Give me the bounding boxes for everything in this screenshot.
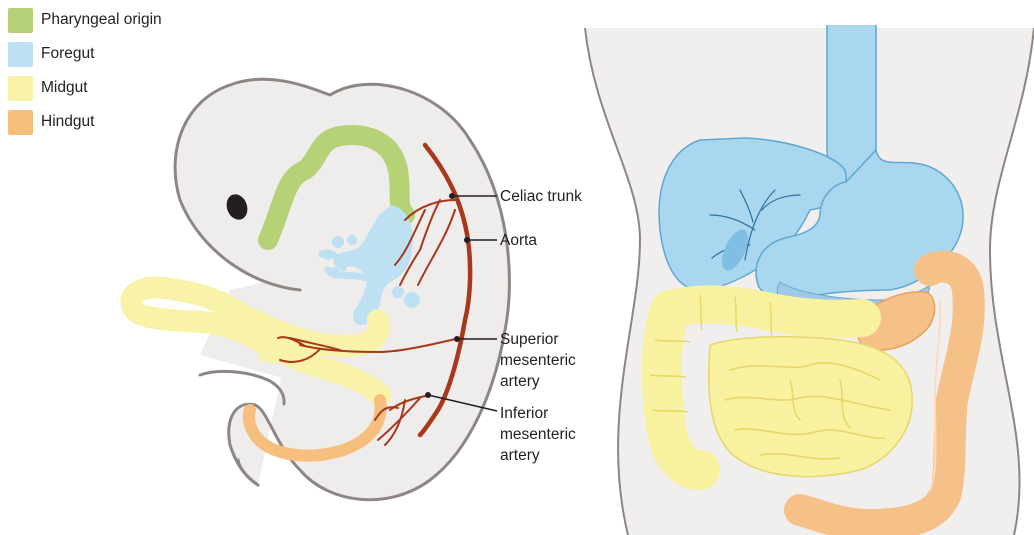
foregut-bud-c — [323, 250, 333, 260]
foregut-bud-e — [404, 292, 420, 308]
celiac-trunk-label: Celiac trunk — [500, 186, 582, 207]
embryo-panel — [131, 79, 509, 500]
inferior-mesenteric-label: Inferior mesenteric artery — [500, 403, 576, 466]
foregut-bud-f — [392, 286, 404, 298]
legend-label: Pharyngeal origin — [41, 11, 162, 29]
ima-label-line-3: artery — [500, 445, 576, 466]
sma-label-line-1: Superior — [500, 329, 576, 350]
legend-item-hindgut: Hindgut — [8, 110, 162, 134]
abdomen-panel — [585, 25, 1034, 535]
ima-label-line-2: mesenteric — [500, 424, 576, 445]
legend-label: Foregut — [41, 45, 94, 63]
sma-label-line-3: artery — [500, 371, 576, 392]
legend-swatch-hindgut — [8, 110, 33, 135]
legend: Pharyngeal origin Foregut Midgut Hindgut — [8, 8, 162, 144]
legend-swatch-pharyngeal — [8, 8, 33, 33]
legend-label: Hindgut — [41, 113, 94, 131]
foregut-bud-b — [347, 235, 357, 245]
transverse-colon — [670, 304, 862, 318]
superior-mesenteric-label: Superior mesenteric artery — [500, 329, 576, 392]
small-intestine — [709, 337, 912, 477]
embryo-lower-contour — [200, 371, 284, 404]
legend-item-pharyngeal: Pharyngeal origin — [8, 8, 162, 32]
foregut-bud-d — [330, 267, 340, 277]
legend-swatch-foregut — [8, 42, 33, 67]
legend-item-midgut: Midgut — [8, 76, 162, 100]
legend-swatch-midgut — [8, 76, 33, 101]
aorta-label: Aorta — [500, 230, 537, 251]
legend-item-foregut: Foregut — [8, 42, 162, 66]
legend-label: Midgut — [41, 79, 88, 97]
ima-label-line-1: Inferior — [500, 403, 576, 424]
sma-label-line-2: mesenteric — [500, 350, 576, 371]
foregut-bud-a — [332, 236, 344, 248]
